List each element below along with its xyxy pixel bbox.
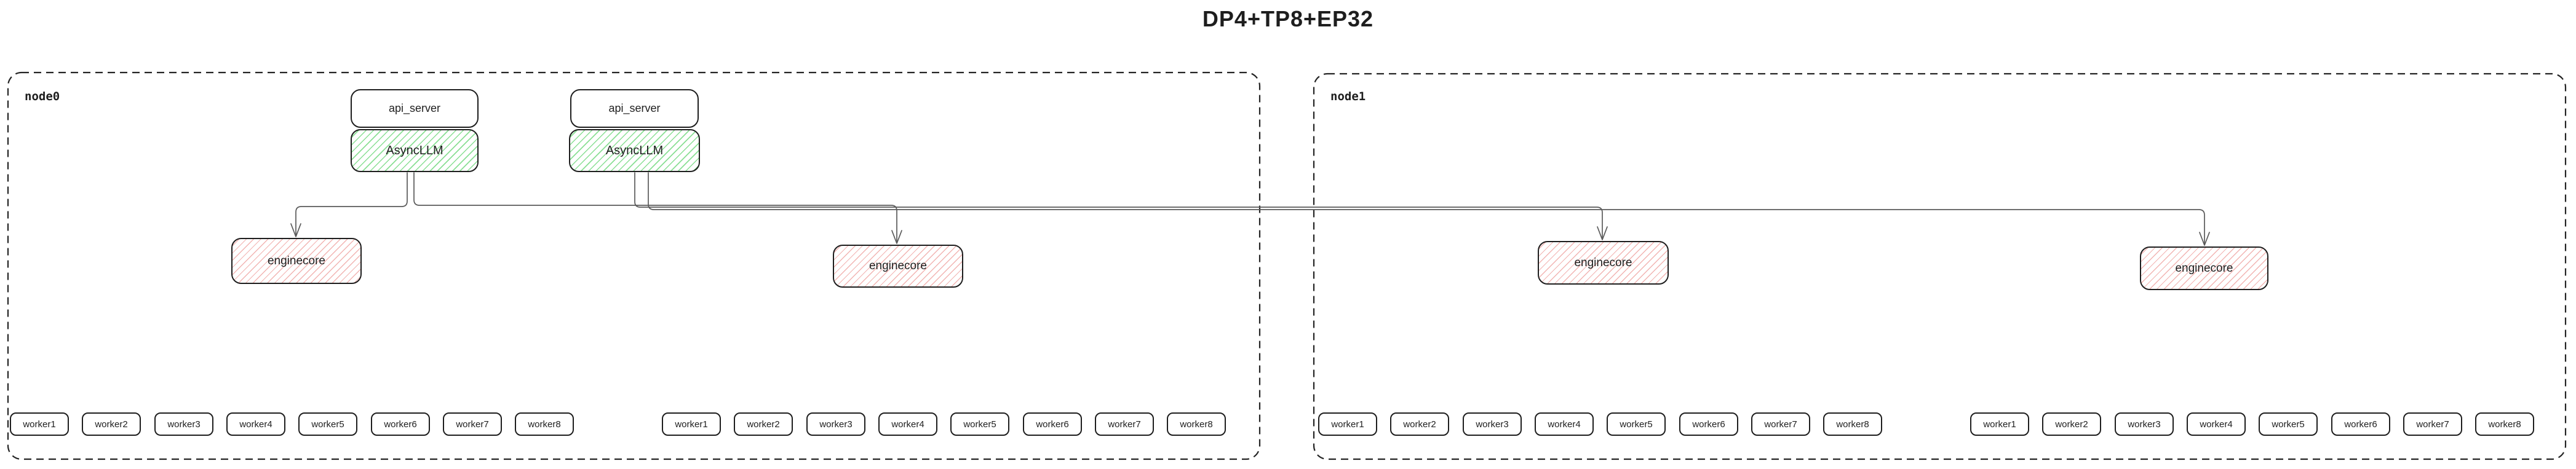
asyncllm-box-2: AsyncLLM — [569, 129, 700, 172]
connector-asyncllm1-to-enginecore2 — [413, 172, 897, 242]
worker-box: worker1 — [662, 412, 721, 436]
arrowhead-enginecore1 — [290, 223, 301, 237]
worker-box: worker4 — [878, 412, 937, 436]
enginecore-box-2: enginecore — [833, 245, 963, 288]
worker-box: worker6 — [1023, 412, 1082, 436]
worker-box: worker5 — [2259, 412, 2318, 436]
worker-box: worker2 — [734, 412, 793, 436]
worker-box: worker2 — [2042, 412, 2101, 436]
worker-box: worker8 — [515, 412, 574, 436]
worker-box: worker2 — [82, 412, 141, 436]
worker-box: worker6 — [1679, 412, 1738, 436]
worker-box: worker8 — [1167, 412, 1226, 436]
worker-box: worker8 — [2475, 412, 2534, 436]
worker-box: worker1 — [1970, 412, 2029, 436]
worker-box: worker3 — [806, 412, 865, 436]
worker-box: worker1 — [10, 412, 69, 436]
connector-asyncllm2-to-enginecore4 — [648, 172, 2205, 244]
api-server-box-2: api_server — [570, 89, 699, 128]
worker-box: worker1 — [1318, 412, 1377, 436]
node1-boundary — [1313, 73, 2567, 460]
worker-box: worker5 — [1607, 412, 1666, 436]
worker-box: worker4 — [1535, 412, 1594, 436]
enginecore-box-3: enginecore — [1538, 241, 1669, 285]
worker-box: worker8 — [1823, 412, 1882, 436]
page-title: DP4+TP8+EP32 — [1202, 6, 1374, 31]
node0-label: node0 — [25, 90, 60, 103]
worker-box: worker3 — [1463, 412, 1522, 436]
worker-box: worker3 — [2115, 412, 2174, 436]
worker-box: worker7 — [2403, 412, 2462, 436]
worker-box: worker7 — [1751, 412, 1810, 436]
worker-box: worker6 — [371, 412, 430, 436]
arrowhead-enginecore2 — [891, 230, 902, 244]
enginecore-box-4: enginecore — [2140, 246, 2268, 290]
worker-box: worker7 — [1095, 412, 1154, 436]
asyncllm-box-1: AsyncLLM — [351, 129, 479, 172]
worker-box: worker7 — [443, 412, 502, 436]
worker-box: worker2 — [1390, 412, 1449, 436]
worker-box: worker3 — [154, 412, 213, 436]
connector-asyncllm2-to-enginecore3 — [634, 172, 1603, 238]
node0-boundary — [7, 71, 1261, 460]
worker-box: worker5 — [950, 412, 1009, 436]
worker-box: worker5 — [298, 412, 357, 436]
api-server-box-1: api_server — [351, 89, 479, 128]
arrowhead-enginecore3 — [1597, 226, 1608, 240]
node1-label: node1 — [1330, 90, 1366, 103]
worker-box: worker4 — [226, 412, 285, 436]
worker-box: worker6 — [2331, 412, 2390, 436]
enginecore-box-1: enginecore — [231, 238, 362, 284]
worker-box: worker4 — [2187, 412, 2246, 436]
connector-asyncllm1-to-enginecore1 — [295, 172, 408, 235]
arrowhead-enginecore4 — [2199, 232, 2210, 246]
